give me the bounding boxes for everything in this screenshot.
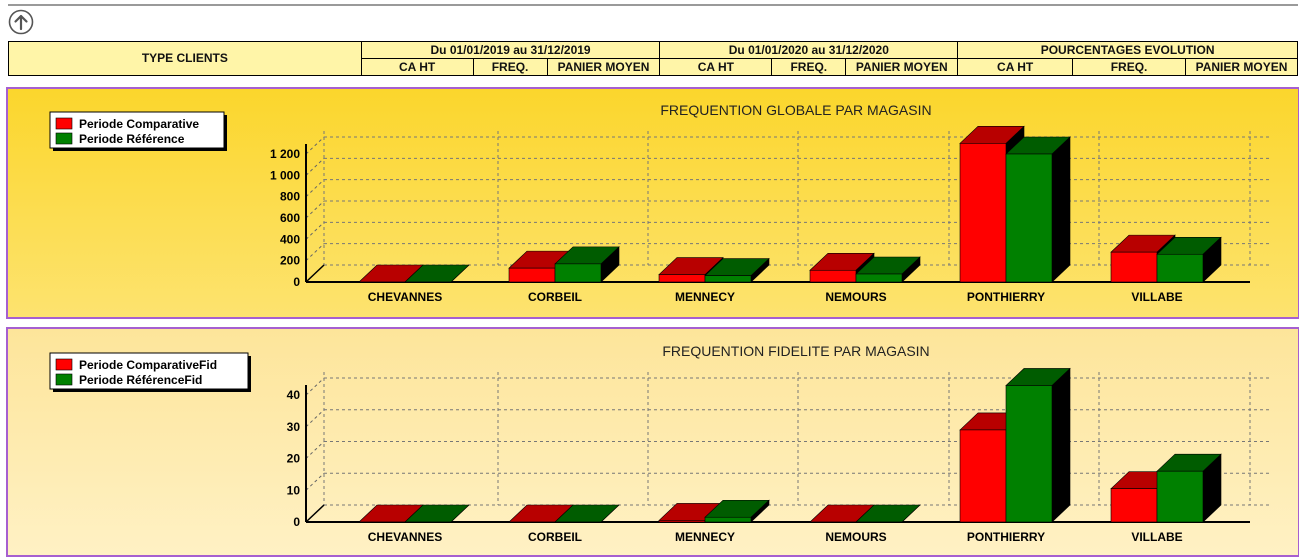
- bar: [1006, 385, 1052, 522]
- legend-label: Periode ComparativeFid: [79, 358, 217, 372]
- evolution-header: POURCENTAGES EVOLUTION: [958, 42, 1298, 59]
- bar: [509, 268, 555, 282]
- x-tick-label: MENNECY: [675, 290, 735, 304]
- y-tick-label: 30: [287, 420, 301, 434]
- col-ca-ht-2019: CA HT: [361, 59, 473, 76]
- period-2019-header: Du 01/01/2019 au 31/12/2019: [361, 42, 660, 59]
- col-panier-evol: PANIER MOYEN: [1186, 59, 1298, 76]
- chart-panel-fidelite: FREQUENTION FIDELITE PAR MAGASIN 0 10 20 30 4…: [6, 327, 1299, 557]
- legend-label: Periode RéférenceFid: [79, 373, 202, 387]
- col-freq-evol: FREQ.: [1073, 59, 1186, 76]
- grid-depth-line: [306, 473, 324, 490]
- y-tick-label: 400: [280, 232, 300, 246]
- x-tick-label: VILLABE: [1131, 530, 1182, 544]
- y-tick-label: 10: [287, 483, 301, 497]
- bar-top: [705, 500, 769, 517]
- grid-depth-line: [306, 442, 324, 459]
- x-tick-label: NEMOURS: [825, 530, 886, 544]
- bar: [1111, 252, 1157, 282]
- grid-depth-line: [306, 222, 324, 239]
- top-divider: [8, 4, 1298, 6]
- y-tick-label: 200: [280, 254, 300, 268]
- col-ca-ht-2020: CA HT: [660, 59, 772, 76]
- col-panier-2020: PANIER MOYEN: [846, 59, 958, 76]
- legend-label: Periode Référence: [79, 132, 185, 146]
- col-freq-2020: FREQ.: [772, 59, 846, 76]
- chart-panel-global: FREQUENTION GLOBALE PAR MAGASIN 0 200 400 60…: [6, 87, 1299, 319]
- col-freq-2019: FREQ.: [473, 59, 547, 76]
- bar: [1157, 471, 1203, 522]
- grid-depth-line: [306, 137, 324, 154]
- bar: [1157, 254, 1203, 282]
- y-tick-label: 800: [280, 190, 300, 204]
- bar: [555, 264, 601, 282]
- legend-swatch: [56, 374, 72, 385]
- bar: [659, 520, 705, 522]
- y-tick-label: 600: [280, 211, 300, 225]
- legend-swatch: [56, 359, 72, 370]
- x-tick-label: CORBEIL: [528, 290, 582, 304]
- x-tick-label: CHEVANNES: [368, 530, 442, 544]
- grid-depth-line: [306, 158, 324, 175]
- chart-fidelite-frequentation: FREQUENTION FIDELITE PAR MAGASIN 0 10 20 30 4…: [8, 329, 1298, 555]
- bar: [705, 517, 751, 522]
- col-panier-2019: PANIER MOYEN: [547, 59, 660, 76]
- grid-depth-line: [306, 180, 324, 197]
- chart-title: FREQUENTION FIDELITE PAR MAGASIN: [662, 343, 929, 359]
- period-2020-header: Du 01/01/2020 au 31/12/2020: [660, 42, 958, 59]
- grid-depth-line: [306, 201, 324, 218]
- x-tick-label: CORBEIL: [528, 530, 582, 544]
- chart-title: FREQUENTION GLOBALE PAR MAGASIN: [660, 102, 931, 118]
- grid-depth-line: [306, 378, 324, 395]
- col-ca-ht-evol: CA HT: [958, 59, 1073, 76]
- grid-depth-line: [306, 410, 324, 427]
- bar-side: [1052, 368, 1070, 522]
- bar: [856, 274, 902, 282]
- y-tick-label: 1 000: [270, 168, 300, 182]
- y-tick-label: 1 200: [270, 147, 300, 161]
- x-tick-label: PONTHIERRY: [967, 530, 1045, 544]
- chart-global-frequentation: FREQUENTION GLOBALE PAR MAGASIN 0 200 400 60…: [8, 89, 1298, 317]
- bar: [705, 276, 751, 282]
- scroll-up-icon[interactable]: [8, 9, 34, 35]
- x-tick-label: VILLABE: [1131, 290, 1182, 304]
- x-tick-label: MENNECY: [675, 530, 735, 544]
- y-tick-label: 20: [287, 452, 301, 466]
- bar: [1006, 154, 1052, 282]
- bar: [960, 143, 1006, 282]
- y-tick-label: 0: [293, 515, 300, 529]
- y-tick-label: 40: [287, 388, 301, 402]
- axis-depth-edge: [306, 265, 324, 282]
- summary-header-table: TYPE CLIENTS Du 01/01/2019 au 31/12/2019…: [8, 41, 1298, 76]
- bar: [960, 430, 1006, 522]
- grid-depth-line: [306, 244, 324, 261]
- bar-side: [1052, 137, 1070, 282]
- x-tick-label: CHEVANNES: [368, 290, 442, 304]
- y-tick-label: 0: [293, 275, 300, 289]
- bar: [659, 275, 705, 282]
- x-tick-label: NEMOURS: [825, 290, 886, 304]
- bar: [1111, 489, 1157, 522]
- axis-depth-edge: [306, 505, 324, 522]
- legend-label: Periode Comparative: [79, 117, 199, 131]
- legend-swatch: [56, 133, 72, 144]
- x-tick-label: PONTHIERRY: [967, 290, 1045, 304]
- legend-swatch: [56, 118, 72, 129]
- bar: [810, 270, 856, 282]
- type-clients-header: TYPE CLIENTS: [9, 42, 362, 76]
